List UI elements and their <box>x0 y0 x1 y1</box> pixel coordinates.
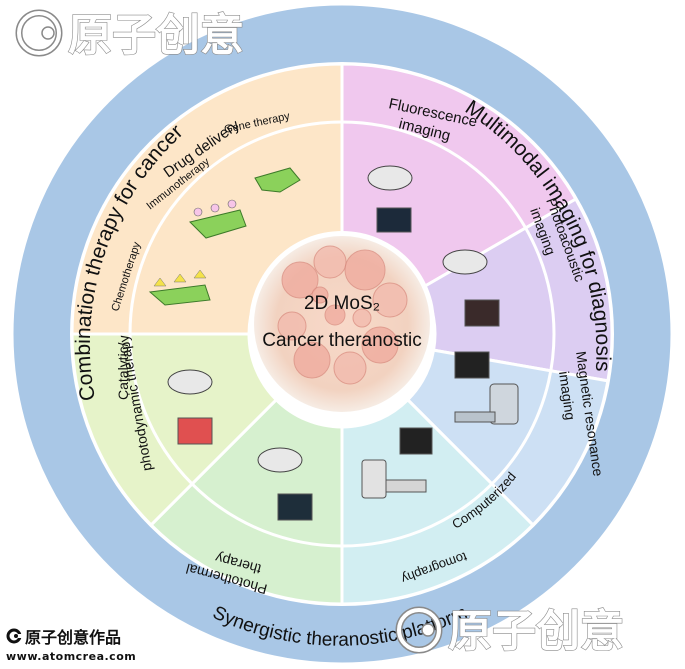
svg-text:原子创意: 原子创意 <box>448 606 624 657</box>
watermark-top: 原子创意 <box>15 9 245 62</box>
scan-image-icon <box>177 207 500 521</box>
cancer-cell <box>311 286 329 304</box>
drug-carrier-icon <box>148 167 301 306</box>
cancer-cell <box>313 245 347 279</box>
ct-scanner-icon <box>361 459 427 499</box>
cancer-cell <box>333 351 367 385</box>
center-title-line1: 2D MoS₂ <box>304 293 380 314</box>
center-title-line2: Cancer theranostic <box>262 330 421 351</box>
mouse-icon <box>167 165 488 473</box>
cancer-cell <box>277 311 307 341</box>
cancer-cell <box>293 341 331 379</box>
atomcrea-logo-icon <box>6 628 22 644</box>
cancer-cell <box>324 304 346 326</box>
footer-url[interactable]: www.atomcrea.com <box>6 650 137 663</box>
wedge-ct <box>340 397 536 606</box>
pdt-label-line1: Catalytic/ <box>115 342 131 400</box>
watermark-bottom: 原子创意 <box>395 605 625 658</box>
wedge-pdt <box>70 332 279 528</box>
footer-brand: 原子创意作品 www.atomcrea.com <box>6 624 136 663</box>
mri-label-line2: imaging <box>556 370 579 421</box>
cancer-cell <box>352 308 372 328</box>
footer-brand-text: 原子创意作品 <box>25 628 122 647</box>
footer-brand-name: 原子创意作品 <box>6 624 136 648</box>
cancer-cell <box>372 282 408 318</box>
inner-divider <box>128 120 556 548</box>
mri-scanner-icon <box>454 383 519 425</box>
svg-text:原子创意: 原子创意 <box>68 10 244 61</box>
wedge-mri <box>405 348 610 528</box>
cancer-cell <box>281 261 319 299</box>
cancer-cell <box>361 326 399 364</box>
cancer-cell <box>344 249 386 291</box>
cancer-cells-illustration <box>277 245 408 385</box>
